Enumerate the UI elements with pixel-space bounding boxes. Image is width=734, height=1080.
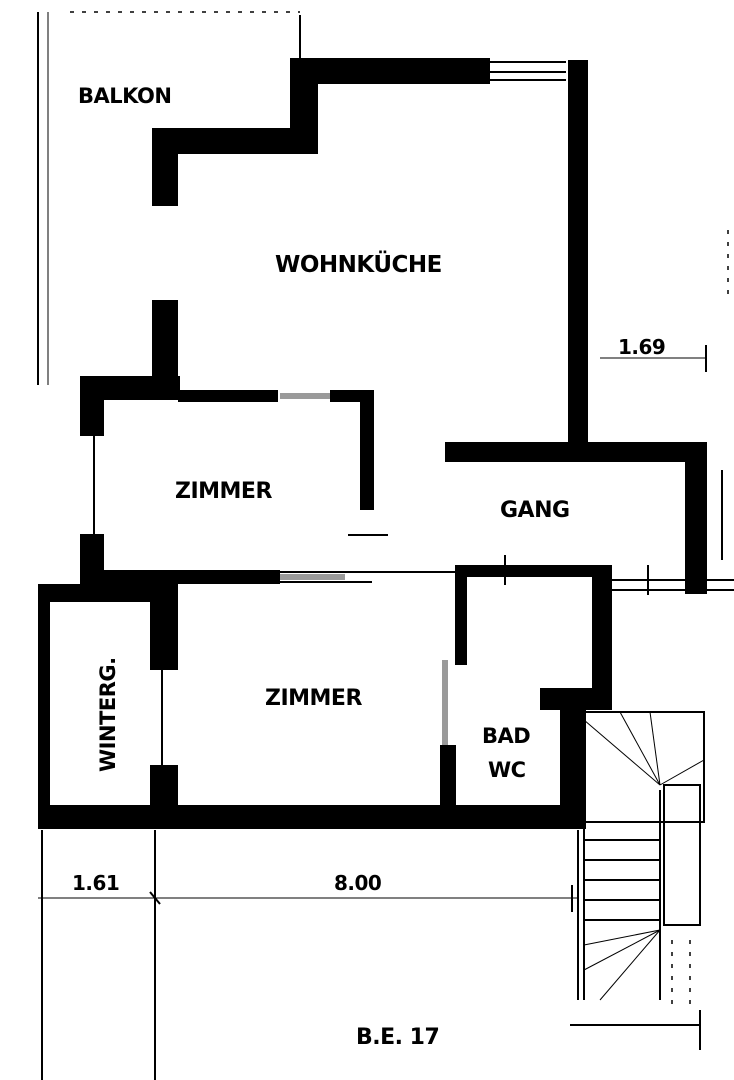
balcony-boundary bbox=[37, 11, 301, 385]
room-label-gang: GANG bbox=[500, 498, 570, 523]
dimension-lines bbox=[38, 830, 579, 1080]
dimension-label-main-width: 8.00 bbox=[334, 871, 381, 895]
dimension-label-right-offset: 1.69 bbox=[618, 335, 665, 359]
room-label-balkon: BALKON bbox=[78, 84, 171, 108]
room-label-wc: WC bbox=[488, 758, 526, 782]
walls bbox=[38, 58, 707, 829]
room-label-zimmer-lower: ZIMMER bbox=[265, 686, 362, 711]
room-label-zimmer-upper: ZIMMER bbox=[175, 479, 272, 504]
staircase bbox=[570, 711, 705, 1050]
room-label-wintergarten: WINTERG. bbox=[96, 657, 120, 772]
dimension-label-left-width: 1.61 bbox=[72, 871, 119, 895]
partitions bbox=[93, 61, 734, 765]
room-label-wohnkueche: WOHNKÜCHE bbox=[275, 250, 442, 278]
unit-label: B.E. 17 bbox=[356, 1025, 439, 1050]
room-label-bad: BAD bbox=[482, 724, 530, 748]
